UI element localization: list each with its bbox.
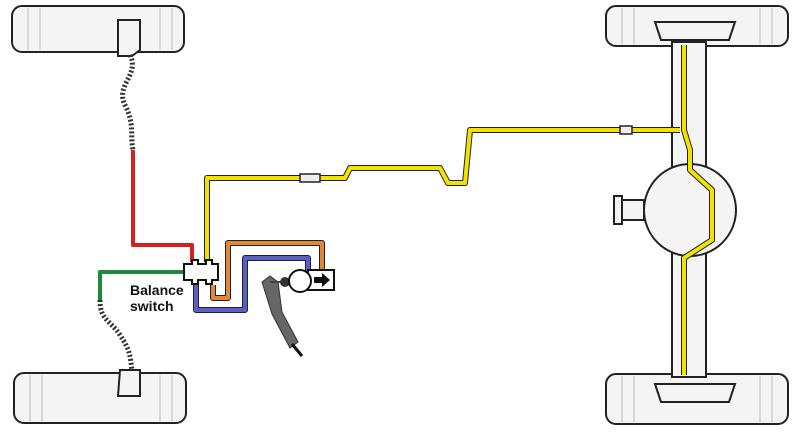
- pinion: [621, 199, 645, 221]
- master-cylinder: [288, 269, 312, 293]
- front-left-top-wheel: [11, 5, 185, 53]
- rear-top-drum: [653, 21, 737, 41]
- front-top-hose: [120, 53, 136, 151]
- front-bottom-hose: [97, 299, 135, 371]
- pushrod-end: [280, 277, 290, 287]
- brake-pedal: [261, 275, 299, 349]
- red-brake-line: [131, 150, 194, 262]
- pedal-pad: [290, 343, 304, 357]
- arrow-icon: [314, 273, 330, 287]
- differential: [643, 163, 737, 257]
- line-fitting: [299, 173, 321, 183]
- rear-bottom-drum: [653, 383, 737, 403]
- label-line-1: Balance: [130, 282, 184, 298]
- pinion-flange: [613, 195, 623, 225]
- balance-switch: [183, 259, 219, 285]
- front-top-caliper: [117, 19, 141, 57]
- line-fitting: [619, 125, 633, 135]
- front-left-bottom-wheel: [13, 372, 187, 424]
- label-line-2: switch: [130, 298, 174, 314]
- balance-switch-label: Balance switch: [130, 282, 184, 314]
- green-brake-line: [98, 270, 186, 300]
- front-bottom-caliper: [116, 369, 141, 397]
